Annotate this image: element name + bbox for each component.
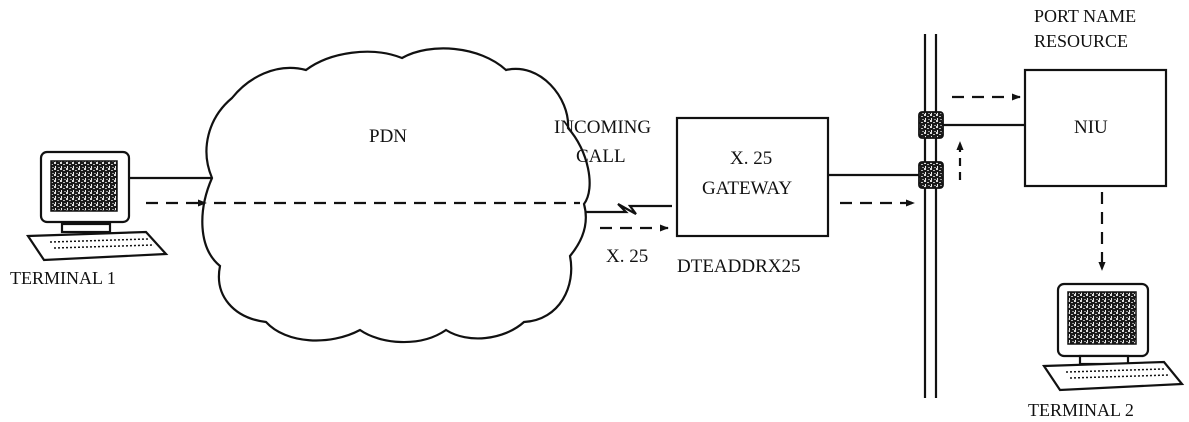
niu-box — [1023, 68, 1168, 188]
bus-tap-niu — [918, 111, 944, 139]
terminal-2-label: TERMINAL 2 — [1028, 400, 1134, 420]
pdn-label: PDN — [369, 126, 407, 147]
x25-gateway-box — [675, 116, 830, 238]
niu-label: NIU — [1074, 117, 1108, 138]
terminal-2-icon — [1041, 282, 1185, 392]
port-name-label-line1: PORT NAME — [1034, 6, 1136, 26]
port-name-label-line2: RESOURCE — [1034, 31, 1128, 51]
pdn-cloud — [201, 47, 591, 344]
x25-link — [586, 203, 672, 215]
gateway-label-line2: GATEWAY — [702, 178, 792, 199]
terminal-1-label: TERMINAL 1 — [10, 268, 116, 288]
incoming-call-label-line1: INCOMING — [554, 117, 651, 138]
gateway-address-label: DTEADDRX25 — [677, 256, 801, 277]
x25-link-label: X. 25 — [606, 246, 648, 267]
bus-tap-gateway — [918, 161, 944, 189]
incoming-call-label-line2: CALL — [576, 146, 626, 167]
terminal-1-icon — [25, 150, 169, 262]
gateway-label-line1: X. 25 — [730, 148, 772, 169]
